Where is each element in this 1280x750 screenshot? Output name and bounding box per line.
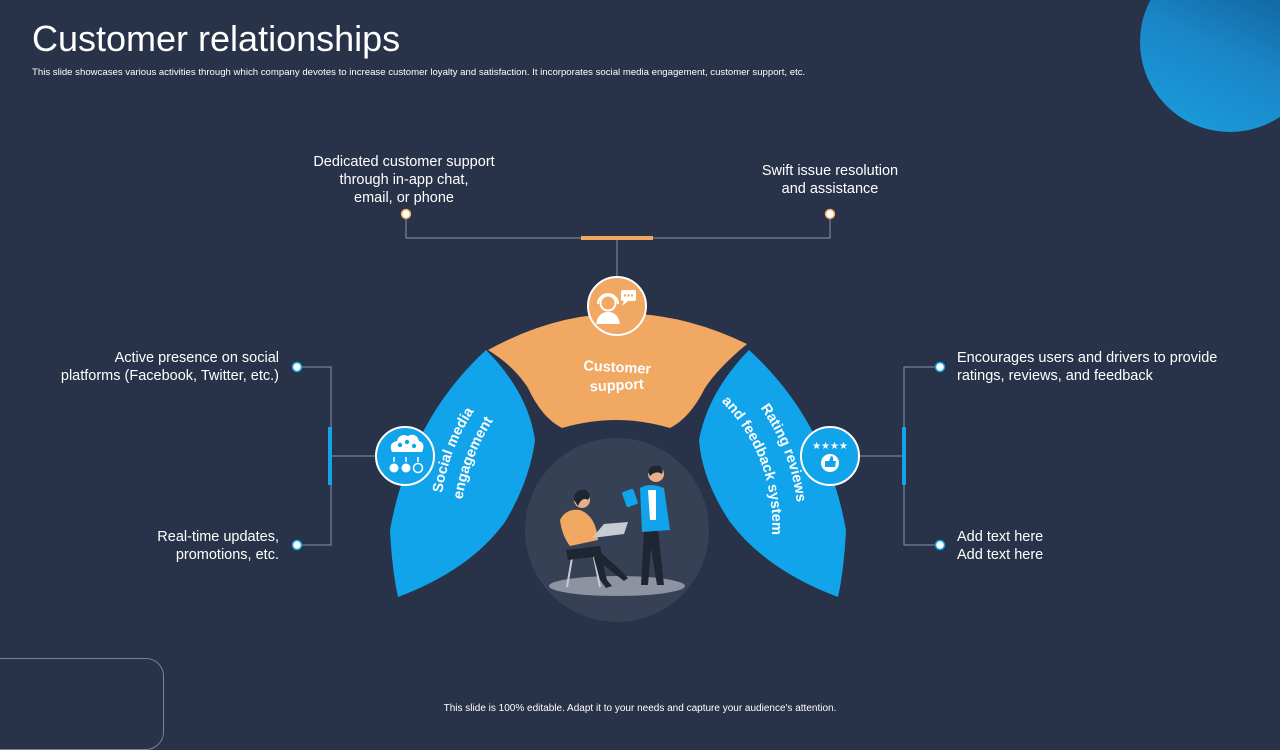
- customer-support-label-line2: support: [589, 377, 644, 396]
- social-media-segment: [390, 350, 535, 597]
- customer-support-label-line1: Customer: [583, 358, 652, 378]
- customer-support-segment: [488, 313, 747, 428]
- page-title: Customer relationships: [32, 18, 401, 59]
- svg-text:★★★★: ★★★★: [812, 441, 848, 452]
- business-people-illustration: [525, 438, 709, 622]
- right-accent-bar: [902, 427, 906, 485]
- label-ratings-feedback: Encourages users and drivers to provide …: [957, 350, 1218, 384]
- support-agent-icon: [587, 276, 647, 336]
- label-dedicated-support: Dedicated customer support through in-ap…: [313, 154, 495, 206]
- label-swift-resolution: Swift issue resolution and assistance: [761, 163, 899, 197]
- top-accent-bar: [581, 236, 653, 240]
- rating-feedback-segment: [699, 350, 846, 597]
- social-network-icon: [375, 426, 435, 486]
- label-social-presence: Active presence on social platforms (Fac…: [60, 350, 279, 384]
- label-add-text: Add text here Add text here: [957, 529, 1044, 563]
- rating-thumbs-up-icon: ★★★★: [800, 426, 860, 486]
- label-realtime-updates: Real-time updates, promotions, etc.: [157, 529, 279, 563]
- connector-dots: [291, 208, 946, 551]
- footer-note: This slide is 100% editable. Adapt it to…: [443, 703, 837, 714]
- left-accent-bar: [328, 427, 332, 485]
- page-subtitle: This slide showcases various activities …: [32, 67, 806, 78]
- customer-relationship-diagram: Customer support Social media engagement…: [291, 208, 946, 622]
